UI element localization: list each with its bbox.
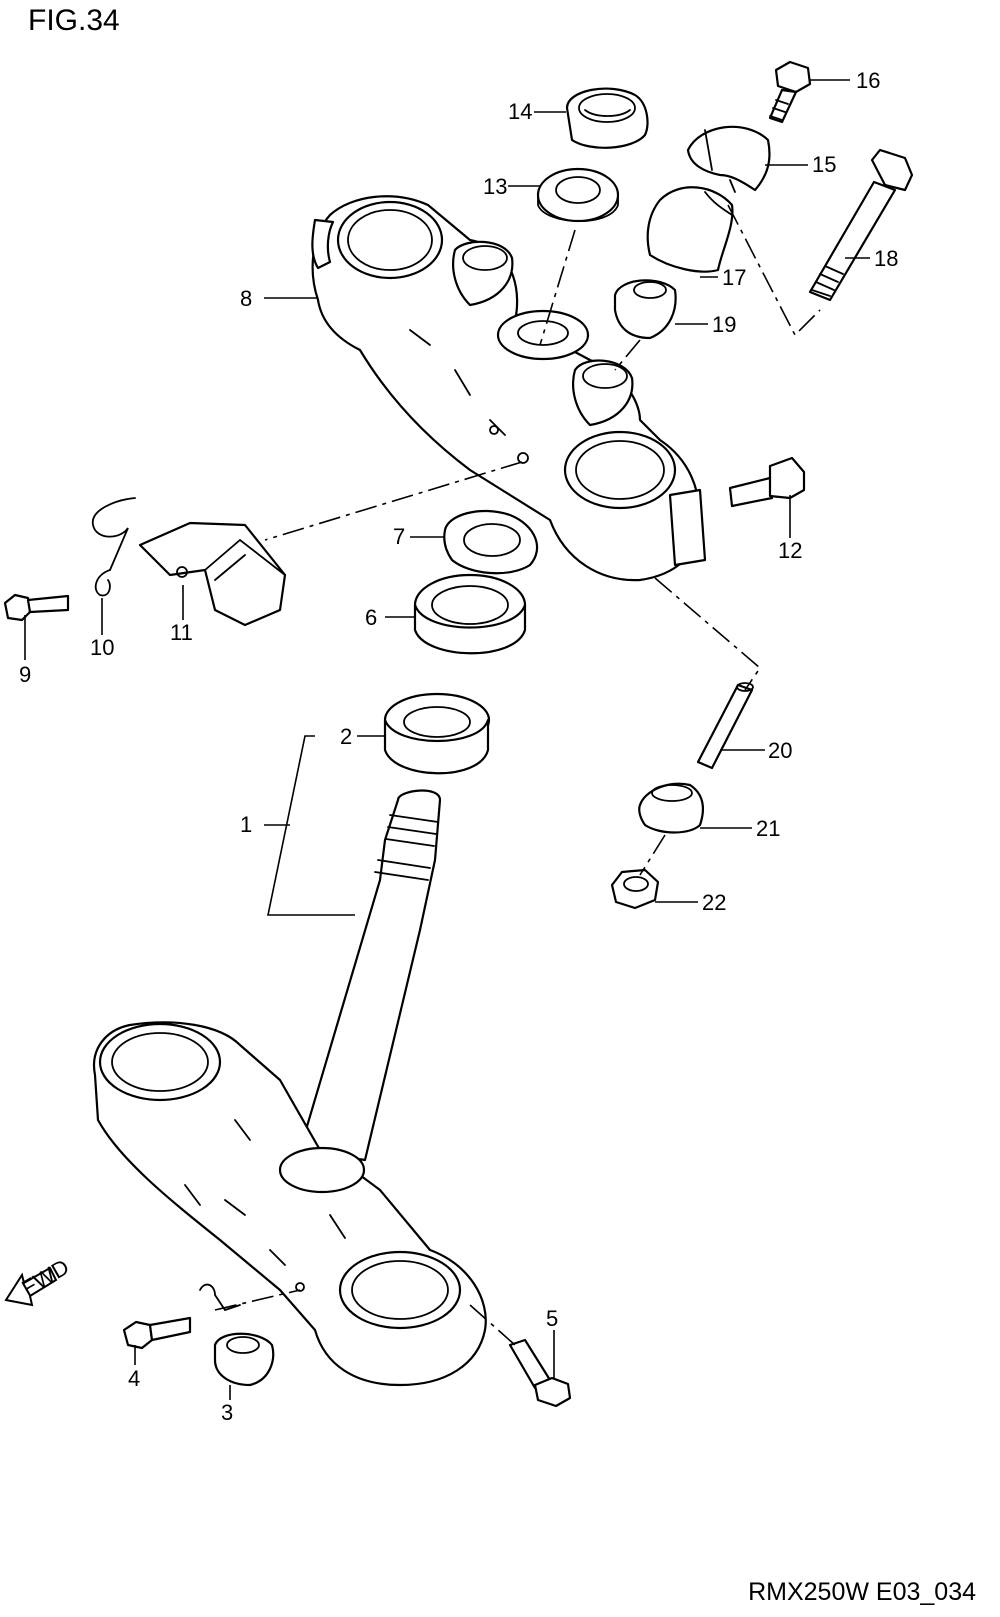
long-bolt-part[interactable]	[808, 148, 914, 302]
bearing-2-part[interactable]	[383, 692, 491, 775]
callout-16: 16	[856, 68, 880, 93]
callout-15: 15	[812, 152, 836, 177]
callout-20: 20	[768, 738, 792, 763]
number-plate-bracket-part[interactable]	[138, 521, 287, 627]
callout-11: 11	[170, 620, 193, 645]
bolt-16-part[interactable]	[768, 60, 812, 124]
upper-bracket-part[interactable]	[311, 195, 707, 582]
figure-title: FIG.34	[28, 4, 120, 37]
callout-21: 21	[756, 816, 780, 841]
bolt-4-part[interactable]	[122, 1316, 192, 1350]
callout-22: 22	[702, 890, 726, 915]
cushion-part[interactable]	[613, 279, 677, 340]
fwd-label: FWD	[17, 1254, 73, 1301]
bearing-6-part[interactable]	[413, 573, 527, 655]
callout-2: 2	[340, 724, 352, 749]
callout-18: 18	[874, 246, 898, 271]
bolt-9-part[interactable]	[3, 593, 70, 622]
figure-code: RMX250W E03_034	[748, 1578, 976, 1606]
damper-part[interactable]	[638, 782, 705, 834]
handlebar-clamp-upper-part[interactable]	[686, 125, 771, 193]
callout-1: 1	[240, 812, 252, 837]
callout-labels: 1 2 3 4 5 6 7 8 9 10 11 12 13 14 15 16 1…	[19, 68, 898, 1425]
grommet-part[interactable]	[199, 1283, 275, 1387]
steering-stem-nut-part[interactable]	[565, 87, 649, 149]
steering-stem-lower-bracket-part[interactable]	[92, 789, 487, 1387]
callout-4: 4	[128, 1366, 140, 1391]
callout-17: 17	[722, 265, 746, 290]
callout-8: 8	[240, 286, 252, 311]
forward-direction-arrow-icon: FWD	[4, 1254, 73, 1307]
assembly-guide-lines	[214, 204, 821, 1346]
callout-19: 19	[712, 312, 736, 337]
callout-7: 7	[393, 524, 405, 549]
callout-13: 13	[483, 174, 507, 199]
callout-5: 5	[546, 1306, 558, 1331]
callout-leader-lines	[24, 79, 870, 1400]
bolt-12-part[interactable]	[728, 456, 806, 508]
callout-14: 14	[508, 99, 532, 124]
flange-nut-part[interactable]	[610, 868, 660, 910]
handlebar-holder-part[interactable]	[646, 186, 734, 273]
callout-3: 3	[221, 1400, 233, 1425]
pin-part[interactable]	[696, 682, 754, 770]
washer-part[interactable]	[496, 167, 620, 361]
callout-9: 9	[19, 662, 31, 687]
lock-nut-part[interactable]	[443, 510, 539, 575]
callout-6: 6	[365, 605, 377, 630]
spring-clip-part[interactable]	[92, 497, 136, 597]
callout-10: 10	[90, 635, 114, 660]
bolt-5-part[interactable]	[508, 1338, 572, 1408]
callout-12: 12	[778, 538, 802, 563]
